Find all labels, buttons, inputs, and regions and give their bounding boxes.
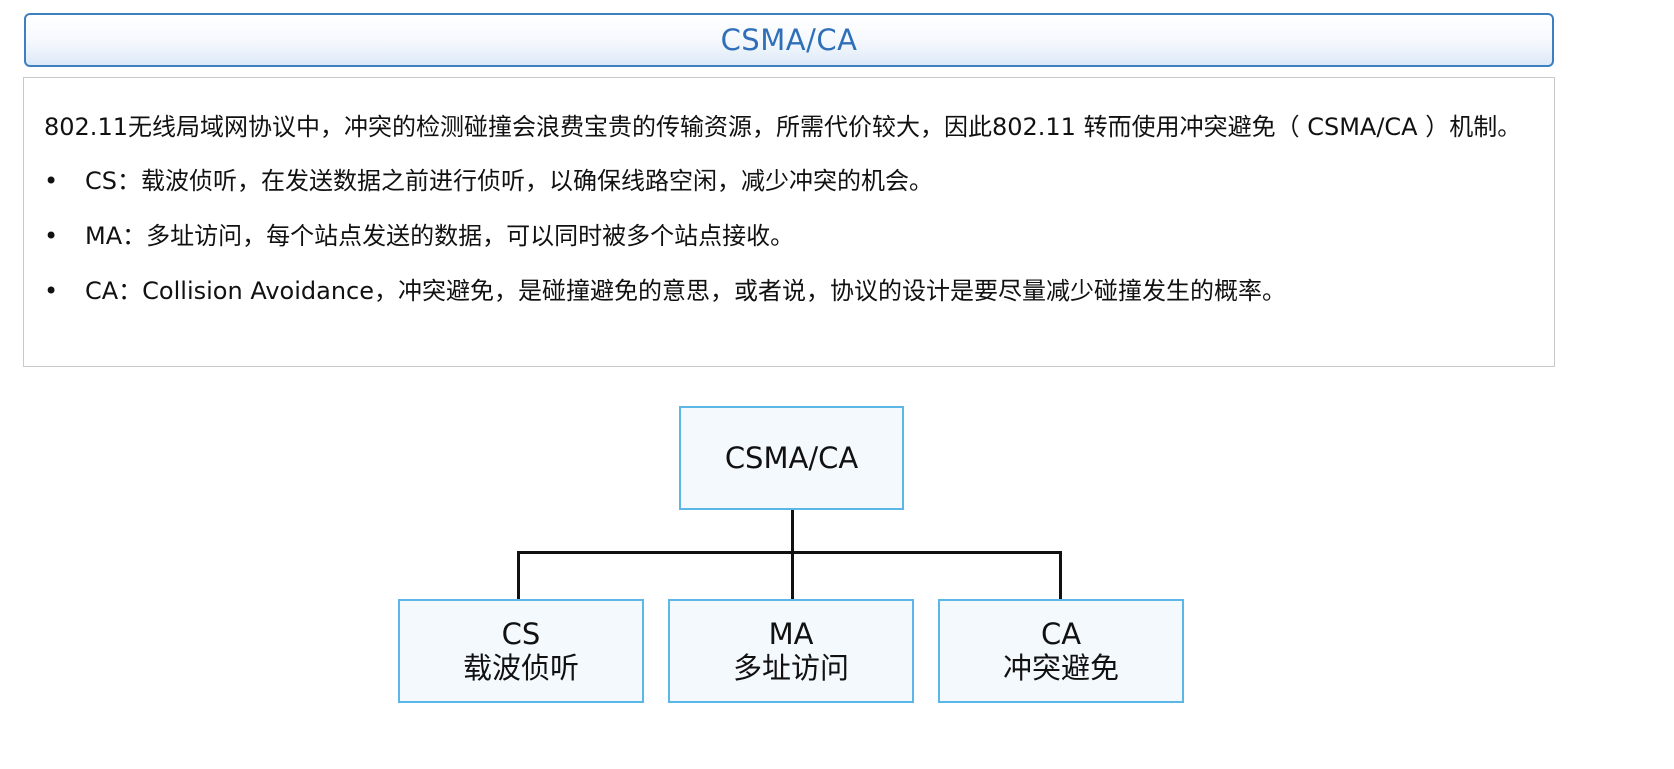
bullet-marker: • (44, 167, 59, 195)
bullet-marker: • (44, 222, 59, 250)
node-ca-abbr: CA (1040, 617, 1082, 651)
node-ma: MA 多址访问 (668, 599, 914, 703)
node-cs: CS 载波侦听 (398, 599, 644, 703)
bullet-text-ca: CA：Collision Avoidance，冲突避免，是碰撞避免的意思，或者说… (85, 277, 1286, 305)
connector-drop-ma (791, 551, 794, 600)
bullet-marker: • (44, 277, 59, 305)
page-title: CSMA/CA (720, 23, 858, 57)
node-ca: CA 冲突避免 (938, 599, 1184, 703)
node-ca-label: 冲突避免 (1002, 651, 1119, 685)
connector-root-stem (791, 509, 794, 554)
content-box: 802.11无线局域网协议中，冲突的检测碰撞会浪费宝贵的传输资源，所需代价较大，… (23, 77, 1555, 367)
connector-drop-cs (517, 551, 520, 600)
bullet-ca: • CA：Collision Avoidance，冲突避免，是碰撞避免的意思，或… (44, 268, 1534, 314)
node-ma-abbr: MA (768, 617, 814, 651)
connector-horizontal (517, 551, 1062, 554)
bullet-text-ma: MA：多址访问，每个站点发送的数据，可以同时被多个站点接收。 (85, 222, 795, 250)
node-ma-label: 多址访问 (732, 651, 849, 685)
bullet-list: • CS：载波侦听，在发送数据之前进行侦听，以确保线路空闲，减少冲突的机会。 •… (44, 158, 1534, 314)
node-cs-abbr: CS (501, 617, 541, 651)
title-bar: CSMA/CA (24, 13, 1554, 67)
node-root-label: CSMA/CA (724, 441, 859, 475)
bullet-text-cs: CS：载波侦听，在发送数据之前进行侦听，以确保线路空闲，减少冲突的机会。 (85, 167, 933, 195)
connector-drop-ca (1059, 551, 1062, 600)
node-cs-label: 载波侦听 (462, 651, 579, 685)
node-root: CSMA/CA (679, 406, 904, 510)
bullet-ma: • MA：多址访问，每个站点发送的数据，可以同时被多个站点接收。 (44, 213, 1534, 259)
intro-paragraph: 802.11无线局域网协议中，冲突的检测碰撞会浪费宝贵的传输资源，所需代价较大，… (44, 113, 1522, 141)
bullet-cs: • CS：载波侦听，在发送数据之前进行侦听，以确保线路空闲，减少冲突的机会。 (44, 158, 1534, 204)
